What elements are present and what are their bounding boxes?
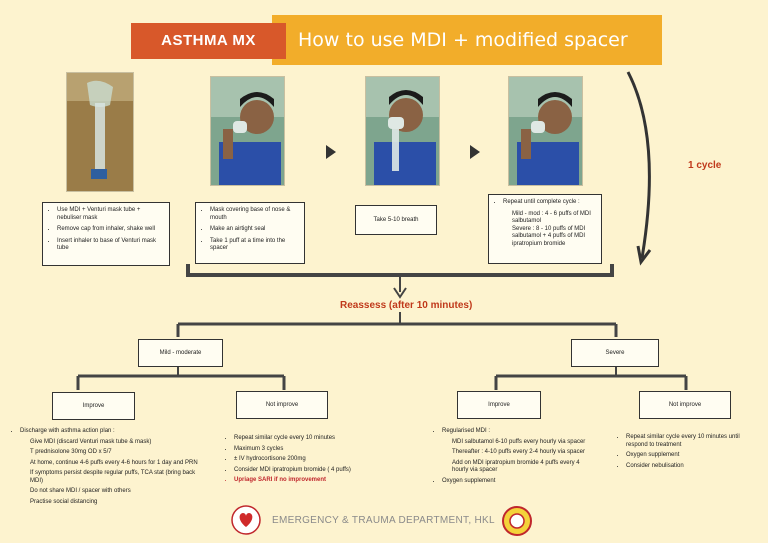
step-4-intro: Repeat until complete cycle :	[503, 199, 596, 207]
logo-left-icon	[231, 505, 261, 535]
arrow-right-icon	[470, 145, 480, 159]
severe-box: Severe	[571, 339, 659, 367]
cycle-curve-icon	[626, 71, 652, 266]
step-4-line: Severe : 8 - 10 puffs of MDI salbutamol …	[512, 225, 586, 247]
severe-label: Severe	[605, 350, 625, 356]
photo-step-seal	[210, 76, 285, 186]
mild-improve-line: Practise social distancing	[30, 498, 98, 505]
mild-improve-line: T prednisolone 30mg OD x 5/7	[30, 449, 112, 455]
severe-improve-intro: Regularised MDI :	[442, 428, 594, 436]
severe-not-improve-item: Consider nebulisation	[626, 463, 758, 471]
mild-not-improve-alert: Upriage SARI if no improvement	[234, 477, 386, 485]
mild-moderate-label: Mild - moderate	[159, 350, 202, 356]
mild-not-improve-item: Consider MDI ipratropium bromide ( 4 puf…	[234, 467, 386, 475]
step-2-item: Make an airtight seal	[210, 226, 299, 234]
arrow-right-icon	[326, 145, 336, 159]
mild-not-improve-item: ± IV hydrocortisone 200mg	[234, 456, 386, 464]
footer-text: EMERGENCY & TRAUMA DEPARTMENT, HKL	[272, 515, 495, 526]
severe-improve-box: Improve	[457, 391, 541, 419]
mild-improve-box: Improve	[52, 392, 135, 420]
step-2-item: Take 1 puff at a time into the spacer	[210, 238, 299, 253]
mild-improve-details: Discharge with asthma action plan : Give…	[12, 428, 202, 509]
mild-improve-line: Give MDI (discard Venturi mask tube & ma…	[30, 438, 152, 445]
severe-improve-details: Regularised MDI : MDI salbutamol 6-10 pu…	[434, 428, 594, 488]
step-1-item: Insert inhaler to base of Venturi mask t…	[57, 238, 164, 253]
mild-improve-line: If symptoms persist despite regular puff…	[30, 470, 196, 484]
severe-improve-line: MDI salbutamol 6-10 puffs every hourly v…	[452, 438, 586, 445]
mild-not-improve-item: Maximum 3 cycles	[234, 446, 386, 454]
mild-improve-intro: Discharge with asthma action plan :	[20, 428, 202, 436]
mild-not-improve-box: Not improve	[236, 391, 328, 419]
step-box-4: Repeat until complete cycle : Mild - mod…	[488, 194, 602, 264]
severe-not-improve-box: Not improve	[639, 391, 731, 419]
mild-not-improve-details: Repeat similar cycle every 10 minutes Ma…	[226, 435, 386, 488]
bracket-line	[186, 264, 614, 299]
mild-not-improve-label: Not improve	[265, 402, 299, 408]
mild-improve-line: Do not share MDI / spacer with others	[30, 488, 131, 494]
reassess-label: Reassess (after 10 minutes)	[340, 300, 473, 311]
severe-not-improve-item: Repeat similar cycle every 10 minutes un…	[626, 434, 758, 449]
step-4-line: Mild - mod : 4 - 6 puffs of MDI salbutam…	[512, 210, 591, 225]
step-box-3: Take 5-10 breath	[355, 205, 437, 235]
severe-not-improve-label: Not improve	[668, 402, 702, 408]
step-1-item: Use MDI + Venturi mask tube + nebuliser …	[57, 207, 164, 222]
header-title: How to use MDI + modified spacer	[272, 15, 662, 65]
severe-improve-line: Thereafter : 4-10 puffs every 2-4 hourly…	[452, 449, 585, 455]
cycle-label: 1 cycle	[688, 160, 722, 171]
step-box-2: Mask covering base of nose & mouth Make …	[195, 202, 305, 264]
severe-improve-label: Improve	[488, 402, 510, 408]
photo-device	[66, 72, 134, 192]
mild-moderate-box: Mild - moderate	[138, 339, 223, 367]
mild-improve-label: Improve	[82, 403, 105, 409]
step-box-1: Use MDI + Venturi mask tube + nebuliser …	[42, 202, 170, 266]
severe-not-improve-details: Repeat similar cycle every 10 minutes un…	[618, 434, 758, 473]
severe-not-improve-item: Oxygen supplement	[626, 452, 758, 460]
severe-improve-line: Add on MDI ipratropium bromide 4 puffs e…	[452, 459, 580, 474]
mild-not-improve-item: Repeat similar cycle every 10 minutes	[234, 435, 386, 443]
photo-step-repeat	[508, 76, 583, 186]
decision-tree-lines	[76, 312, 688, 390]
header-tag: ASTHMA MX	[131, 23, 286, 59]
step-3-text: Take 5-10 breath	[373, 217, 419, 223]
mild-improve-line: At home, continue 4-6 puffs every 4-6 ho…	[30, 459, 198, 466]
photo-step-breathe	[365, 76, 440, 186]
severe-improve-extra: Oxygen supplement	[442, 478, 594, 486]
step-2-item: Mask covering base of nose & mouth	[210, 207, 299, 222]
logo-right-icon	[500, 505, 534, 537]
step-1-item: Remove cap from inhaler, shake well	[57, 226, 164, 234]
